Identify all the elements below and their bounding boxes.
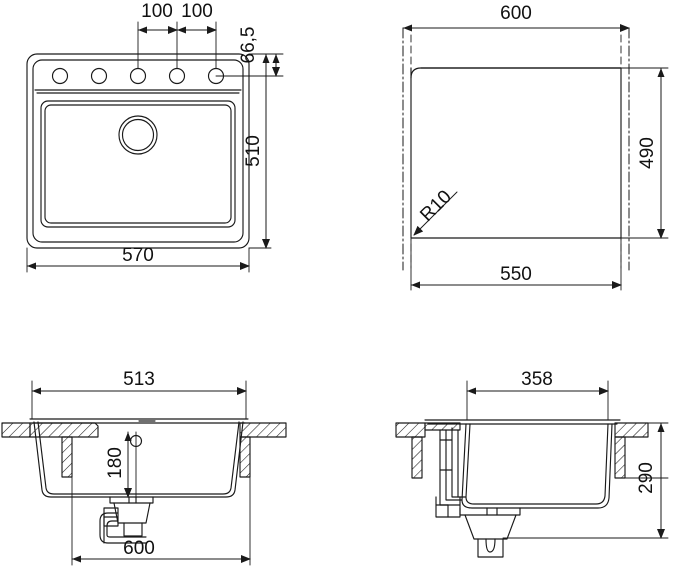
drain-rings bbox=[118, 115, 158, 155]
dim-label-height-290: 290 bbox=[636, 462, 657, 494]
dim-label-hole-spacing-2: 100 bbox=[181, 1, 213, 22]
dim-label-cutout-width-550: 550 bbox=[500, 264, 532, 285]
dim-label-hole-edge-offset: 66,5 bbox=[238, 27, 259, 64]
dim-label-cutout-outer-width: 600 bbox=[500, 3, 532, 24]
tap-hole-group bbox=[51, 67, 225, 85]
cutout-centerlines bbox=[402, 27, 630, 271]
tap-hole-4 bbox=[168, 67, 186, 85]
dim-label-hole-spacing-1: 100 bbox=[141, 1, 173, 22]
worktop-right bbox=[239, 422, 287, 478]
tap-hole-3 bbox=[129, 67, 147, 85]
sink-rim-side bbox=[424, 419, 621, 425]
cutout-template-view bbox=[402, 24, 669, 291]
front-section-view bbox=[1, 380, 287, 566]
dim-label-corner-radius: R10 bbox=[416, 186, 455, 225]
dim-label-bowl-length-358: 358 bbox=[521, 369, 553, 390]
dim-label-cutout-height-490: 490 bbox=[637, 137, 658, 169]
worktop-left bbox=[1, 422, 99, 478]
side-section-view bbox=[395, 380, 669, 558]
dim-label-width-570: 570 bbox=[122, 245, 154, 266]
dimension-labels: 100 100 66,5 510 570 600 490 550 R10 513… bbox=[105, 1, 658, 559]
tap-hole-1 bbox=[51, 67, 69, 85]
overflow-duct-side bbox=[435, 427, 467, 518]
worktop-left-side bbox=[395, 422, 461, 479]
dim-label-depth-510: 510 bbox=[243, 135, 264, 167]
dim-corner-radius-r10 bbox=[413, 191, 458, 236]
tap-deck bbox=[34, 89, 242, 94]
sink-rim-front bbox=[29, 418, 249, 424]
dim-label-bowl-depth-180: 180 bbox=[105, 447, 126, 479]
tap-hole-2 bbox=[90, 67, 108, 85]
dim-label-bowl-width-513: 513 bbox=[123, 369, 155, 390]
bowl-section-front bbox=[33, 421, 244, 498]
top-view bbox=[26, 21, 284, 273]
bowl-outline bbox=[40, 100, 236, 228]
trap-pipe-front bbox=[99, 507, 147, 544]
dim-label-overall-600: 600 bbox=[123, 538, 155, 559]
drain-assembly-side bbox=[459, 507, 521, 558]
cutout-aux-lines bbox=[410, 34, 622, 269]
bowl-section-side bbox=[461, 423, 613, 509]
